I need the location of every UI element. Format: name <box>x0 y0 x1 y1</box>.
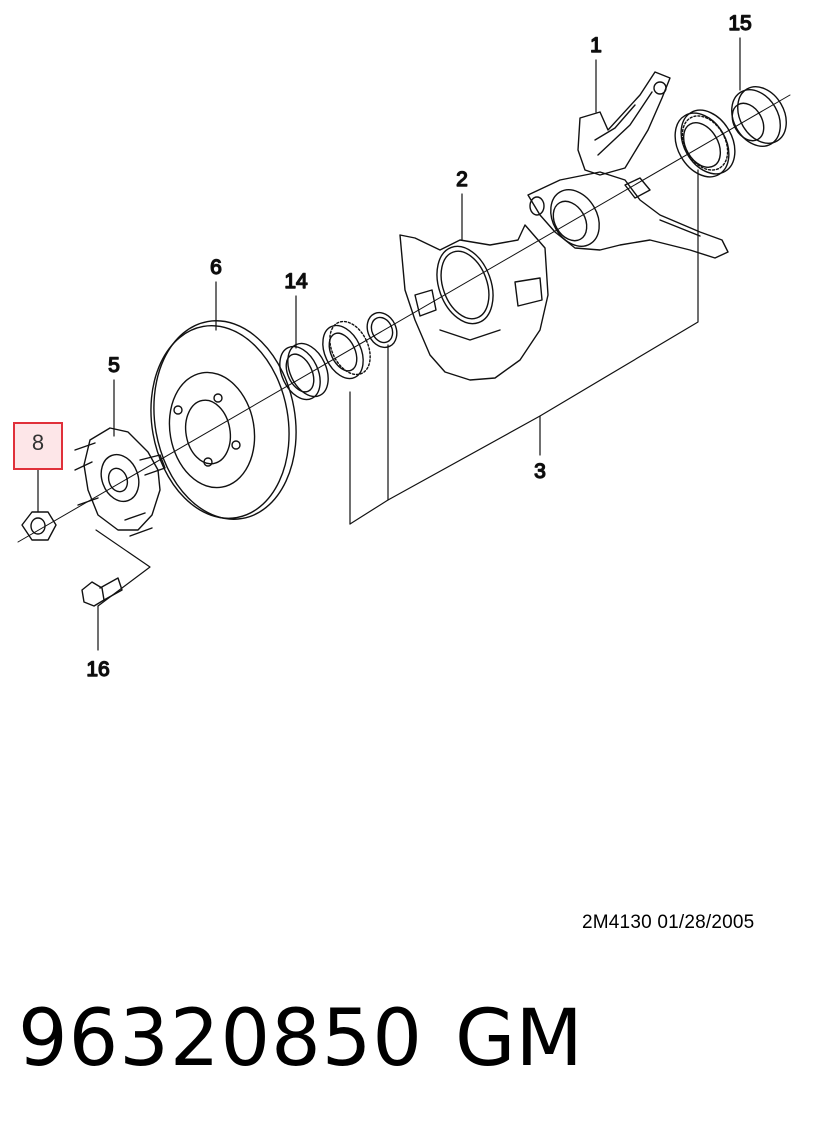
callout-6: 6 <box>210 256 222 279</box>
callout-15: 15 <box>728 12 751 35</box>
part-14-seal <box>279 342 329 401</box>
part-number: 96320850 <box>18 994 424 1084</box>
callout-5: 5 <box>108 354 120 377</box>
callout-14: 14 <box>284 270 308 293</box>
part-8-nut <box>21 511 57 541</box>
part-2-splash-shield <box>399 224 549 381</box>
part-inner-bearing <box>322 320 371 380</box>
callout-3: 3 <box>534 460 546 483</box>
part-5-hub <box>74 427 166 537</box>
part-1-knuckle <box>527 71 729 259</box>
part-inner-ring <box>366 311 398 349</box>
brand-name: GM <box>455 994 583 1084</box>
part-outer-bearing <box>674 109 736 178</box>
part-15-seal <box>731 86 787 147</box>
drawing-code: 2M4130 01/28/2005 <box>582 912 755 933</box>
leader-lines <box>37 37 741 651</box>
highlight-box-callout-8 <box>13 422 63 470</box>
callout-8-highlighted: 8 <box>31 430 45 455</box>
part-6-brake-disc <box>150 320 297 520</box>
callout-16: 16 <box>86 658 109 681</box>
axis-line <box>17 94 791 543</box>
exploded-parts-diagram: 1 15 2 6 14 5 3 16 <box>17 11 791 682</box>
callout-1: 1 <box>590 34 602 57</box>
callout-2: 2 <box>456 168 468 191</box>
